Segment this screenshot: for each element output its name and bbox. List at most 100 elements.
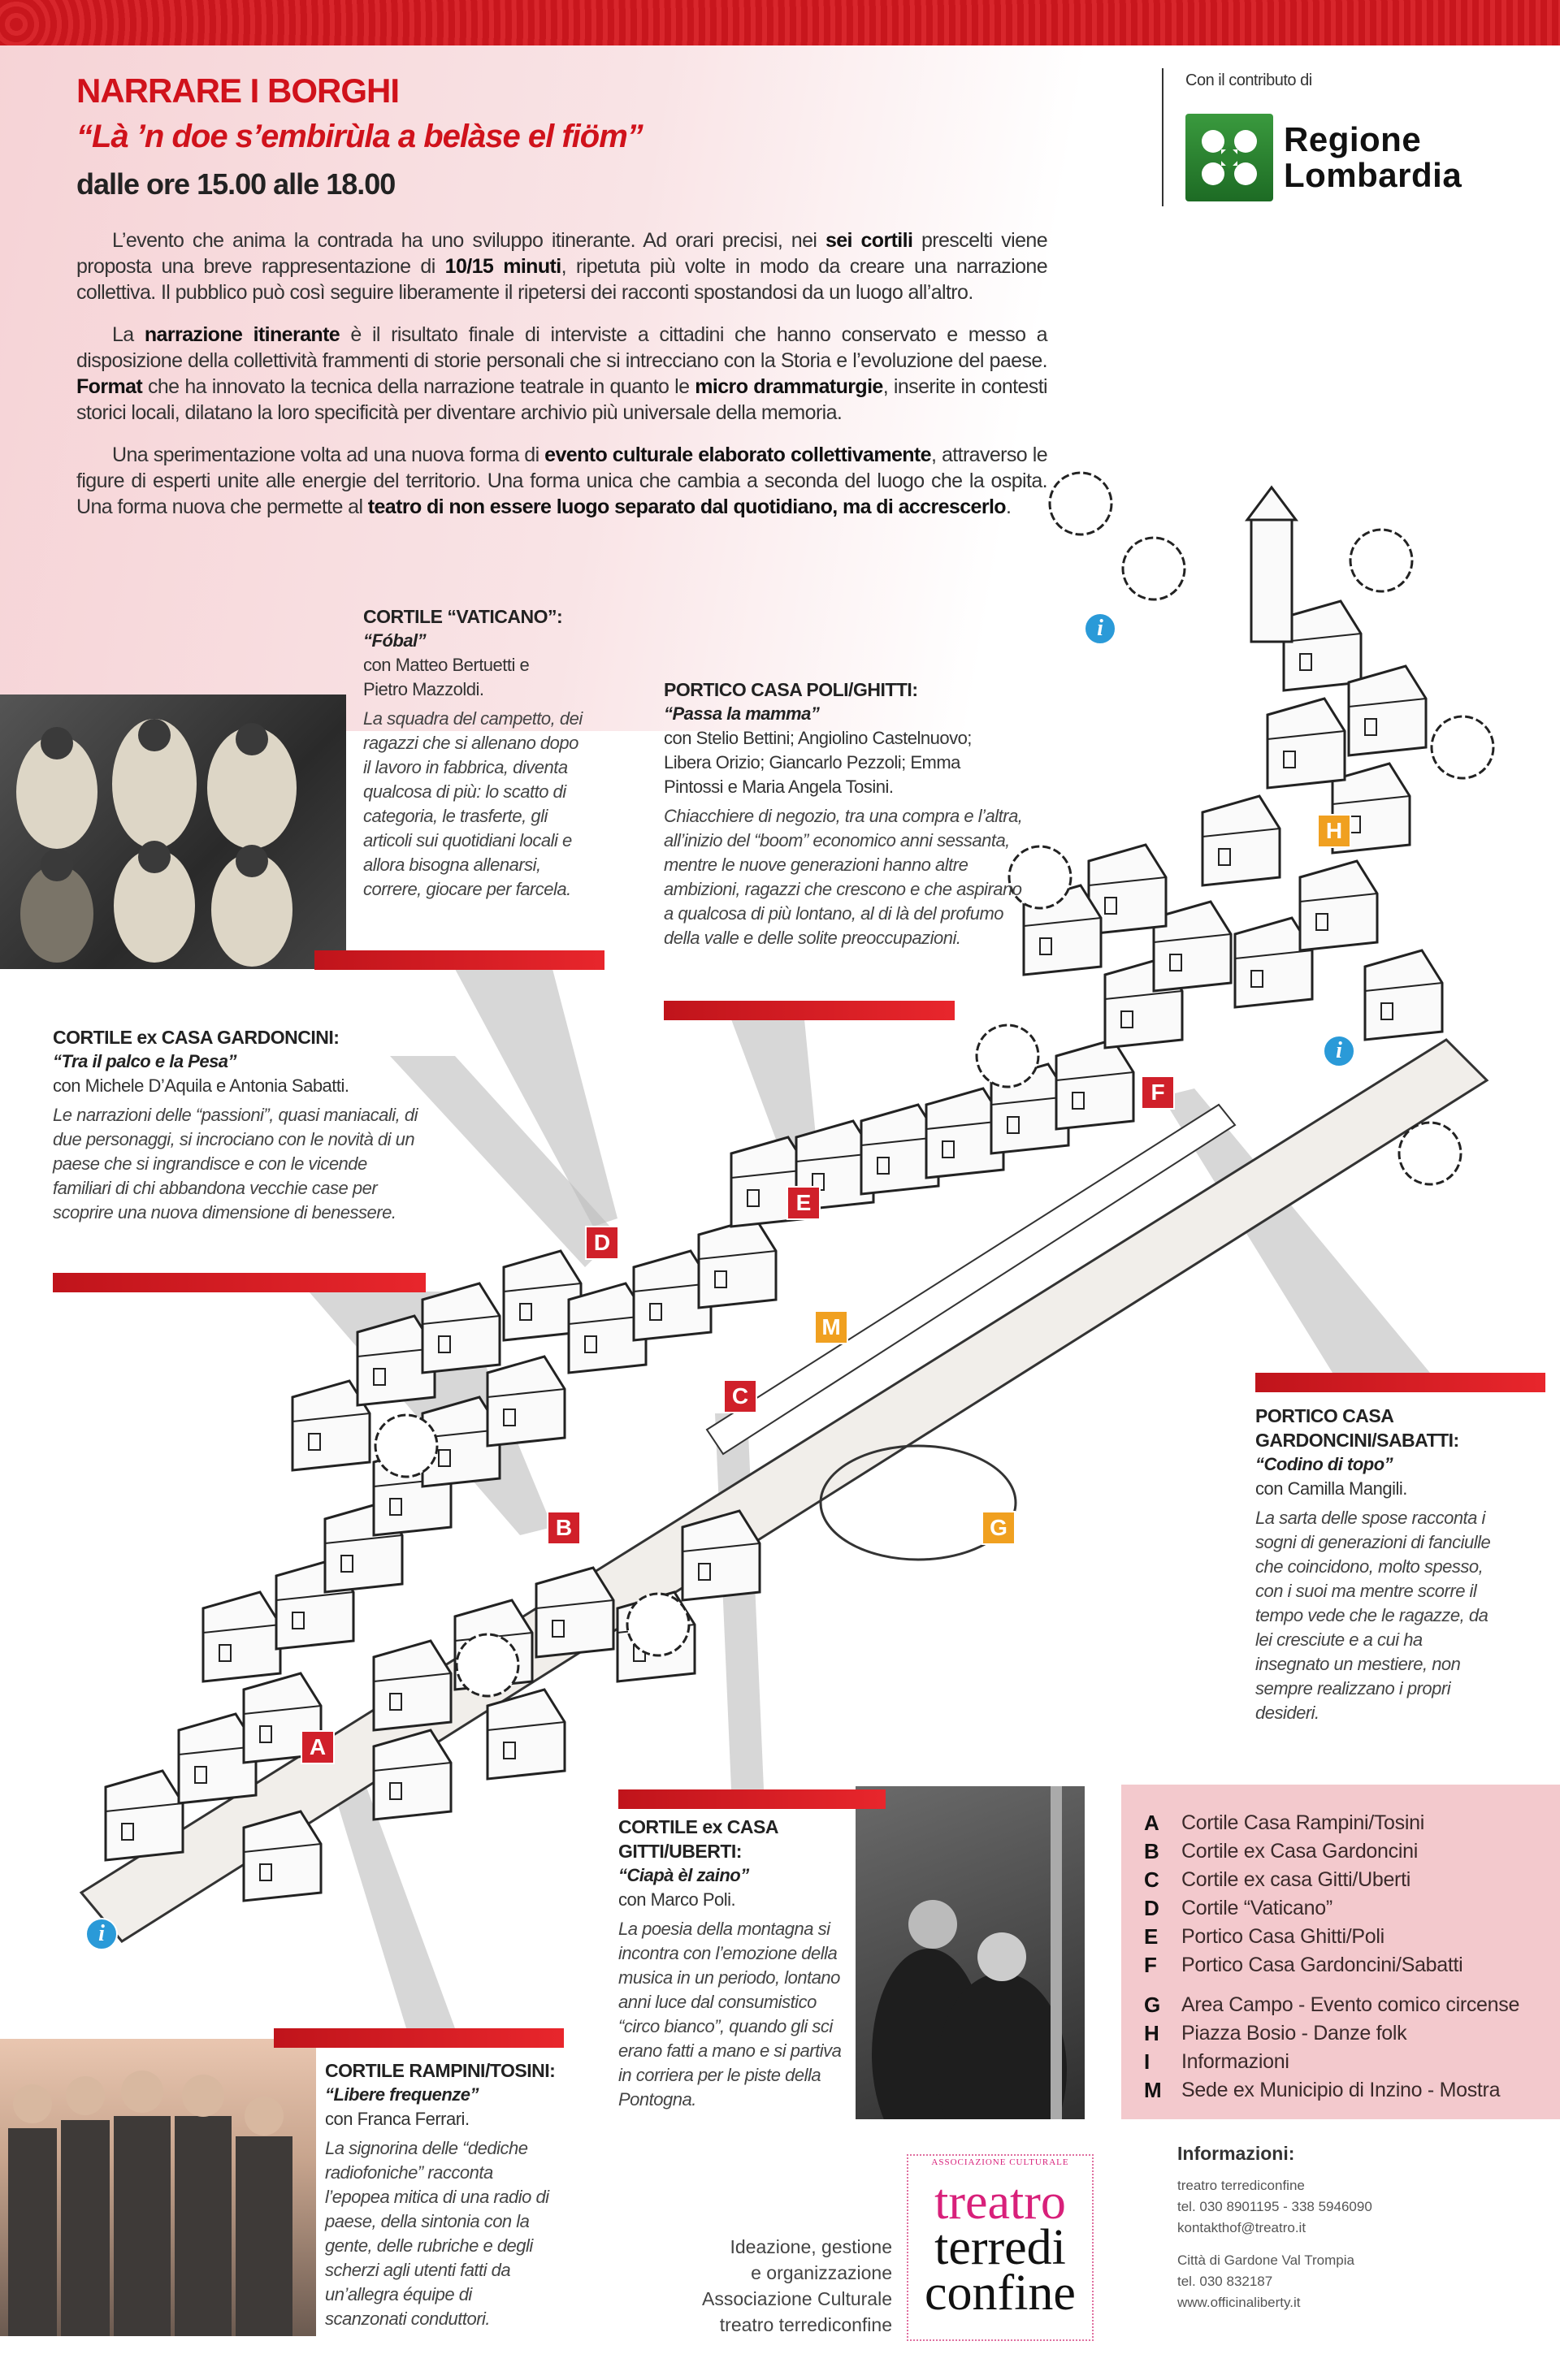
intro-text: L’evento che anima la contrada ha uno sv… [76, 227, 1048, 536]
house-sketch [242, 1810, 323, 1902]
roof-line [1023, 917, 1102, 927]
contact-website: www.officinaliberty.it [1177, 2295, 1301, 2310]
house-sketch [1233, 916, 1314, 1009]
red-bar-poli [664, 1001, 955, 1020]
tree-sketch [1121, 536, 1186, 601]
window-sketch [1120, 1010, 1133, 1028]
callout-beam [455, 969, 618, 1227]
block-title: “Ciapà èl zaino” [618, 1865, 749, 1885]
window-sketch [1169, 954, 1182, 971]
block-poli: PORTICO CASA POLI/GHITTI: “Passa la mamm… [664, 677, 1038, 950]
window-sketch [389, 1693, 402, 1711]
house-sketch [1347, 664, 1428, 757]
house-sketch [681, 1509, 761, 1602]
house-sketch [1298, 859, 1379, 952]
window-sketch [552, 1620, 565, 1638]
house-sketch [1055, 1038, 1135, 1131]
block-cast: con Matteo Bertuetti e Pietro Mazzoldi. [363, 655, 530, 699]
window-sketch [1299, 653, 1312, 671]
intro-text-segment: prescelti viene proposta una breve rappr… [76, 229, 1048, 278]
house-sketch [1201, 794, 1281, 887]
credits: Ideazione, gestione e organizzazione Ass… [702, 2234, 892, 2338]
tree-sketch [374, 1413, 439, 1478]
roof-line [1088, 876, 1167, 886]
block-gitti: CORTILE ex CASA GITTI/UBERTI: “Ciapà èl … [618, 1815, 850, 2112]
block-title: “Fóbal” [363, 630, 427, 651]
window-sketch [1315, 913, 1328, 931]
window-sketch [714, 1270, 727, 1288]
house-sketch [1363, 949, 1444, 1041]
roof-line [487, 1388, 566, 1398]
roof-line [487, 1721, 566, 1731]
block-heading: CORTILE RAMPINI/TOSINI: [325, 2060, 556, 2081]
legend-label: Cortile “Vaticano” [1181, 1897, 1332, 1919]
page-title: NARRARE I BORGHI [76, 71, 400, 110]
legend-key: E [1144, 1924, 1159, 1949]
info-icon: i [1323, 1035, 1355, 1067]
intro-text-segment: . [1005, 495, 1012, 518]
roof-line [243, 1843, 322, 1853]
window-sketch [1039, 937, 1052, 955]
intro-highlight: narrazione itinerante [144, 323, 340, 346]
roof-line [503, 1283, 582, 1292]
intro-paragraph: Una sperimentazione volta ad una nuova f… [76, 442, 1048, 520]
red-bar-gitti [618, 1789, 886, 1809]
roof-line [1104, 990, 1183, 1000]
tree-sketch [1008, 845, 1072, 910]
info-icon: i [85, 1918, 118, 1950]
tree-sketch [455, 1633, 520, 1698]
contact-line: Città di Gardone Val Trompia [1177, 2252, 1354, 2268]
map-marker-m: M [814, 1310, 848, 1344]
window-sketch [877, 1157, 890, 1175]
window-sketch [308, 1433, 321, 1451]
wall-sketch [705, 1103, 1237, 1456]
sponsor-divider [1162, 68, 1164, 206]
credits-line: Ideazione, gestione [730, 2236, 893, 2257]
legend-key: A [1144, 1811, 1159, 1835]
map-marker-d: D [585, 1226, 619, 1260]
house-sketch [202, 1590, 282, 1683]
window-sketch [503, 1409, 516, 1426]
roof-line [1299, 893, 1378, 902]
window-sketch [219, 1644, 232, 1662]
tree-sketch [1430, 715, 1495, 780]
window-sketch [584, 1335, 597, 1353]
house-sketch [372, 1729, 453, 1821]
intro-highlight: teatro di non essere luogo separato dal … [367, 495, 1007, 518]
block-title: “Libere frequenze” [325, 2084, 479, 2105]
block-heading: CORTILE ex CASA GITTI/UBERTI: [618, 1816, 778, 1862]
skiers-photo [856, 1786, 1085, 2119]
window-sketch [121, 1823, 134, 1841]
house-sketch [632, 1249, 713, 1342]
block-vaticano: CORTILE “VATICANO”: “Fóbal” con Matteo B… [363, 604, 607, 902]
block-cast: con Stelio Bettini; Angiolino Castelnuov… [664, 728, 972, 797]
intro-text-segment: , ripetuta più volte in modo da creare u… [76, 255, 1048, 304]
block-heading: CORTILE ex CASA GARDONCINI: [53, 1027, 340, 1048]
block-cast: con Camilla Mangili. [1255, 1478, 1407, 1499]
window-sketch [259, 1863, 272, 1881]
house-sketch [486, 1688, 566, 1781]
regione-lombardia-logo-icon [1185, 114, 1273, 201]
intro-text-segment: , inserite in contesti storici locali, d… [76, 375, 1048, 424]
block-rampini: CORTILE RAMPINI/TOSINI: “Libere frequenz… [325, 2058, 569, 2331]
map-marker-a: A [301, 1730, 335, 1764]
intro-paragraph: La narrazione itinerante è il risultato … [76, 322, 1048, 426]
block-title: “Codino di topo” [1255, 1454, 1393, 1474]
red-bar-sabatti [1255, 1373, 1545, 1392]
legend-label: Sede ex Municipio di Inzino - Mostra [1181, 2079, 1501, 2101]
intro-text-segment: è il risultato finale di interviste a ci… [76, 323, 1048, 372]
credits-line: Associazione Culturale [702, 2288, 892, 2309]
intro-highlight: Format [76, 375, 143, 398]
map-marker-c: C [723, 1379, 757, 1413]
window-sketch [1007, 1116, 1020, 1134]
intro-paragraph: L’evento che anima la contrada ha uno sv… [76, 227, 1048, 305]
window-sketch [340, 1555, 353, 1573]
logo-ring-text: ASSOCIAZIONE CULTURALE [931, 2157, 1069, 2167]
tree-sketch [1398, 1121, 1462, 1186]
window-sketch [1380, 1002, 1393, 1020]
house-sketch [567, 1282, 648, 1374]
